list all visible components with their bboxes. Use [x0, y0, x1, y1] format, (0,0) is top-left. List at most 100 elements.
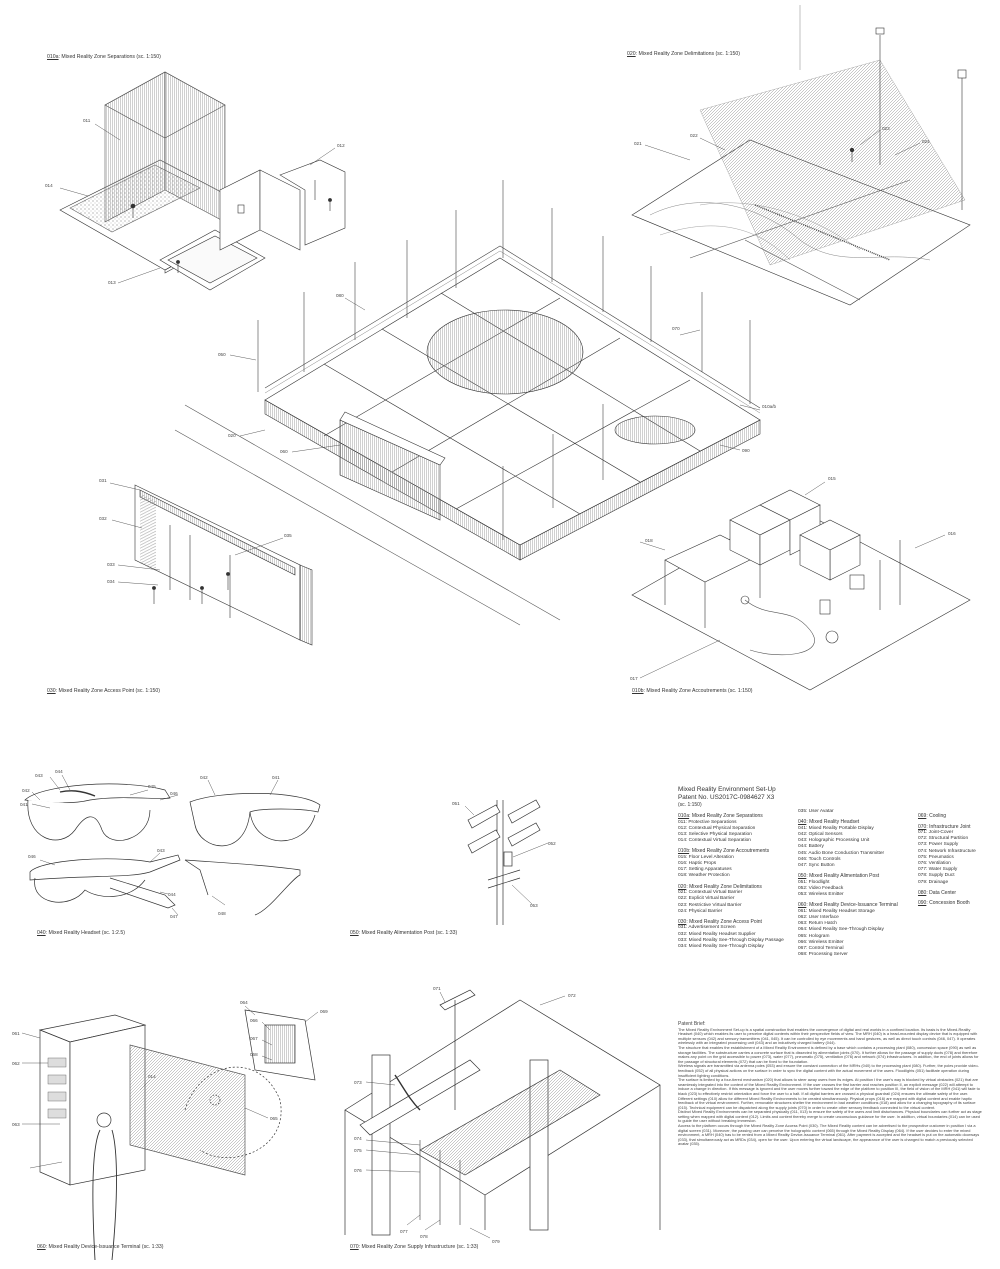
accoutrements-drawing [631, 481, 971, 691]
legend-item: 074: Network Infrastructure [918, 848, 976, 854]
legend-patent: Patent No. US2017C-0984627 X3 [678, 794, 775, 801]
legend-group-heading: 070: Infrastructure Joint [918, 823, 971, 830]
caption-zone-access-point: 030: Mixed Reality Zone Access Point (sc… [47, 688, 161, 694]
callout-label: 020 [228, 433, 236, 438]
headset-drawing [24, 774, 321, 916]
legend-item: 031: Advertisement Screen [678, 925, 736, 931]
legend-item: 018: Weather Protection [678, 873, 730, 879]
callout-label: 072 [568, 993, 576, 998]
callout-label: 068 [250, 1052, 258, 1057]
callout-label: 043 [157, 848, 165, 853]
legend-item: 014: Contextual Virtual Separation [678, 838, 751, 844]
legend-item: 064: Mixed Reality See-Through Display [798, 927, 884, 933]
legend-item: 077: Water Supply [918, 867, 958, 873]
callout-label: 048 [218, 911, 226, 916]
patent-brief-paragraph: Access to the platform occurs through th… [678, 1123, 980, 1147]
legend-item: 041: Mixed Reality Portable Display [798, 825, 874, 831]
legend-scale: (sc. 1:150) [678, 802, 702, 808]
callout-label: 050 [218, 352, 226, 357]
legend-group-heading: 060: Mixed Reality Device-Issuance Termi… [798, 902, 898, 909]
legend-item: 071: Joint-Cover [918, 830, 954, 835]
main-platform-drawing [174, 180, 761, 626]
callout-label: 062 [12, 1061, 20, 1066]
callout-label: 090 [742, 448, 750, 453]
patent-brief-paragraph: Distinct Mixed Reality Environments can … [678, 1109, 982, 1124]
legend-item: 012: Contextual Physical Separation [678, 825, 756, 831]
legend-item: 073: Power Supply [918, 842, 959, 848]
legend-group-heading: 020: Mixed Reality Zone Delimitations [678, 883, 762, 890]
legend-item: 043: Holographic Processing Unit [798, 838, 870, 844]
callout-label: 077 [400, 1229, 408, 1234]
legend-group-heading: 090: Concession Booth [918, 900, 970, 907]
legend-item: 024: Physical Barrier [678, 908, 723, 914]
legend-item: 053: Wireless Emitter [798, 892, 844, 898]
legend-group-heading: 069: Cooling [918, 813, 947, 819]
legend-item: 068: Processing Server [798, 952, 848, 958]
callout-label: 016 [948, 531, 956, 536]
caption-supply-infrastructure: 070: Mixed Reality Zone Supply Infrastru… [350, 1244, 479, 1250]
callout-label: 034 [107, 579, 115, 584]
patent-brief-paragraph: Different settings (010) allow for diffe… [678, 1095, 976, 1110]
callout-label: 014 [148, 1074, 156, 1079]
legend-item: 042: Optical Sensors [798, 831, 843, 837]
callout-label: 071 [433, 986, 441, 991]
callout-label: 015 [828, 476, 836, 481]
legend-group-heading: 040: Mixed Reality Headset [798, 819, 860, 826]
legend-item: 023: Restrictive Virtual Barrier [678, 902, 742, 908]
legend-block: Mixed Reality Environment Set-Up Patent … [678, 786, 988, 1009]
callout-label: 044 [168, 892, 176, 897]
callout-label: 053 [530, 903, 538, 908]
legend-item: 013: Selective Physical Separation [678, 831, 752, 837]
access-point-drawing [109, 482, 313, 646]
legend-item: 034: Mixed Reality See-Through Display [678, 944, 764, 950]
legend-item: 072: Structural Partition [918, 836, 969, 842]
callout-label: 064 [240, 1000, 248, 1005]
callout-label: 042 [200, 775, 208, 780]
caption-device-terminal: 060: Mixed Reality Device-Issuance Termi… [37, 1244, 164, 1250]
patent-brief: Patent Brief: The Mixed Reality Environm… [678, 1022, 984, 1147]
callout-label: 010a/b [762, 404, 776, 409]
callout-label: 024 [922, 139, 930, 144]
callout-label: 076 [354, 1168, 362, 1173]
callout-label: 073 [354, 1080, 362, 1085]
callout-label: 075 [354, 1148, 362, 1153]
callout-label: 079 [492, 1239, 500, 1244]
legend-item: 017: Setting Apparatuses [678, 867, 732, 873]
legend-group-heading: 010a: Mixed Reality Zone Separations [678, 813, 763, 819]
callout-label: 033 [107, 562, 115, 567]
caption-zone-accoutrements: 010b: Mixed Reality Zone Accoutrements (… [632, 688, 753, 694]
callout-label: 051 [452, 801, 460, 806]
callout-label: 080 [336, 293, 344, 298]
legend-item: 066: Wireless Emitter [798, 939, 844, 945]
callout-label: 023 [882, 126, 890, 131]
callout-label: 043 [35, 773, 43, 778]
callout-label: 044 [55, 769, 63, 774]
callout-label: 017 [630, 676, 638, 681]
patent-brief-paragraph: The surface is limited by a four-tiered … [678, 1077, 980, 1096]
legend-item: 011: Protective Separations [678, 819, 737, 825]
callout-label: 074 [354, 1136, 362, 1141]
legend-item: 061: Mixed Reality Headset Storage [798, 908, 875, 914]
callout-label: 065 [270, 1116, 278, 1121]
legend-item: 052: Video Feedback [798, 885, 844, 891]
callout-label: 014 [45, 183, 53, 188]
callout-label: 045 [148, 784, 156, 789]
callout-label: 052 [548, 841, 556, 846]
legend-item: 022: Explicit Virtual Barrier [678, 896, 735, 902]
supply-infrastructure-drawing [344, 989, 661, 1239]
callout-label: 032 [99, 516, 107, 521]
legend-item: 032: Mixed Reality Headset Supplier [678, 931, 756, 937]
callout-label: 035 [284, 533, 292, 538]
zone-delimitations-drawing [631, 5, 971, 306]
legend-item: 065: Hologram [798, 933, 830, 939]
callout-label: 063 [12, 1122, 20, 1127]
callout-label: 041 [20, 802, 28, 807]
legend-item: 046: Touch Controls [798, 856, 841, 862]
callout-label: 060 [280, 449, 288, 454]
callout-label: 061 [12, 1031, 20, 1036]
alimentation-post-drawing [464, 799, 549, 925]
callout-label: 078 [420, 1234, 428, 1239]
